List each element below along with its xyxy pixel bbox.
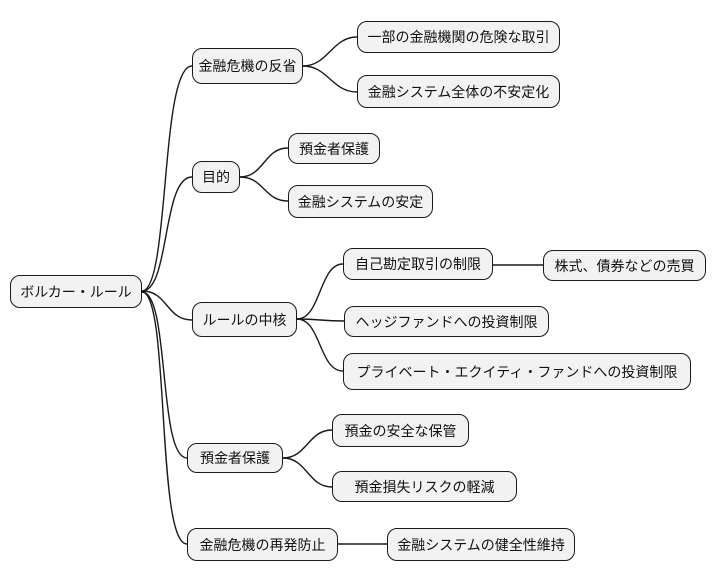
edge-protection-safe-keeping xyxy=(282,429,333,459)
edge-root-purpose xyxy=(141,176,193,292)
edge-protection-loss-risk xyxy=(282,457,333,488)
node-hedge-fund-investment-limit[interactable]: ヘッジファンドへの投資制限 xyxy=(344,306,549,337)
node-deposit-loss-risk-reduction[interactable]: 預金損失リスクの軽減 xyxy=(332,471,517,502)
node-purpose[interactable]: 目的 xyxy=(192,161,240,193)
node-crisis-recurrence-prevention[interactable]: 金融危機の再発防止 xyxy=(187,528,338,561)
edge-root-crisis-reflection xyxy=(141,65,193,292)
node-depositor-protection[interactable]: 預金者保護 xyxy=(187,443,283,473)
edge-root-depositor-protection xyxy=(141,291,188,459)
edge-crisis-system-instability xyxy=(302,65,358,93)
edge-root-recurrence-prevention xyxy=(141,291,188,545)
node-system-soundness-maintenance[interactable]: 金融システムの健全性維持 xyxy=(387,528,575,561)
node-financial-system-stability[interactable]: 金融システムの安定 xyxy=(288,185,433,218)
edge-purpose-depositor-protection xyxy=(239,147,289,178)
node-risky-trades[interactable]: 一部の金融機関の危険な取引 xyxy=(357,21,560,53)
node-volcker-rule[interactable]: ボルカー・ルール xyxy=(10,275,142,308)
node-proprietary-trading-limit[interactable]: 自己勘定取引の制限 xyxy=(343,248,493,280)
edge-core-hedge-fund xyxy=(296,318,345,322)
edge-core-proprietary-trading xyxy=(296,263,344,320)
node-private-equity-investment-limit[interactable]: プライベート・エクイティ・ファンドへの投資制限 xyxy=(343,353,691,390)
node-rule-core[interactable]: ルールの中核 xyxy=(192,302,297,337)
edge-crisis-risky-trades xyxy=(302,36,358,67)
node-depositor-protection-goal[interactable]: 預金者保護 xyxy=(288,133,380,164)
node-financial-crisis-reflection[interactable]: 金融危機の反省 xyxy=(192,48,303,84)
node-system-instability[interactable]: 金融システム全体の不安定化 xyxy=(357,75,560,108)
edge-purpose-system-stability xyxy=(239,176,289,202)
edge-core-private-equity xyxy=(296,318,344,372)
node-stock-bond-trading[interactable]: 株式、債券などの売買 xyxy=(543,250,706,281)
node-safe-deposit-keeping[interactable]: 預金の安全な保管 xyxy=(332,414,469,447)
edge-root-rule-core xyxy=(141,290,193,321)
